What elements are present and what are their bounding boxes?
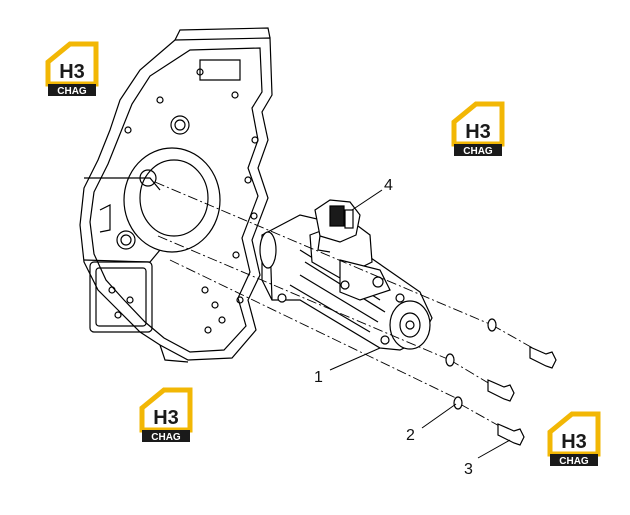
watermark-logo: H3 CHAG xyxy=(454,104,502,157)
callout-4: 4 xyxy=(384,177,393,194)
svg-text:H3: H3 xyxy=(561,431,587,453)
bolts xyxy=(487,346,557,446)
svg-text:CHAG: CHAG xyxy=(151,432,181,443)
watermark-logo: H3 CHAG xyxy=(142,390,190,443)
watermark-logo: H3 CHAG xyxy=(48,44,96,97)
svg-text:H3: H3 xyxy=(59,61,85,83)
washers xyxy=(445,318,497,410)
leader-lines xyxy=(329,189,511,459)
callout-1: 1 xyxy=(314,369,323,386)
svg-text:CHAG: CHAG xyxy=(57,86,87,97)
watermark-logo: H3 CHAG xyxy=(550,414,598,467)
starter-motor xyxy=(259,214,433,351)
svg-text:H3: H3 xyxy=(465,121,491,143)
svg-text:CHAG: CHAG xyxy=(559,456,589,467)
svg-text:CHAG: CHAG xyxy=(463,146,493,157)
callout-3: 3 xyxy=(464,461,473,478)
callout-2: 2 xyxy=(406,427,415,444)
svg-text:H3: H3 xyxy=(153,407,179,429)
flywheel-housing xyxy=(79,27,273,363)
solenoid-connector xyxy=(314,199,361,253)
